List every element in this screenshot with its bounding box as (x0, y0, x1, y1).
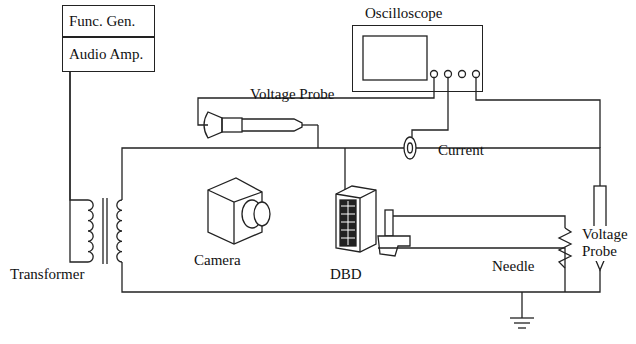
needle-electrode (378, 210, 410, 256)
current-probe (404, 137, 416, 159)
resistor-symbol (559, 228, 571, 268)
probe-cable (412, 78, 448, 137)
device-box: Audio Amp. (62, 37, 155, 72)
oscilloscope-channels (431, 71, 480, 78)
device-box: Func. Gen. (62, 5, 155, 37)
oscilloscope-screen (363, 36, 427, 80)
probe-label: Voltage Probe (582, 226, 632, 261)
wire (70, 72, 88, 262)
probe-label: Current (438, 142, 484, 159)
wire (344, 148, 345, 190)
wire (393, 216, 565, 228)
probe-cable (476, 78, 600, 148)
node-label: Func. Gen. (69, 13, 154, 30)
node-heading: Oscilloscope (365, 5, 442, 22)
camera (208, 178, 270, 244)
wire (378, 248, 565, 292)
transformer-secondary-coil (117, 200, 122, 262)
part-label: Camera (194, 252, 241, 269)
transformer-primary-coil (88, 200, 93, 262)
wire (70, 72, 88, 200)
part-label: Transformer (10, 266, 84, 283)
node-label: Audio Amp. (69, 46, 154, 63)
dbd-reactor (336, 186, 376, 252)
dbd-electrode-grid (341, 201, 355, 245)
transformer-core (102, 198, 103, 264)
probe-label: Voltage Probe (250, 86, 334, 103)
transformer-core (106, 198, 107, 264)
part-label: Needle (492, 258, 534, 275)
ground-symbol (510, 318, 534, 328)
ground-wire (521, 292, 522, 318)
oscilloscope-box: Oscilloscope (352, 25, 483, 92)
part-label: DBD (330, 266, 362, 283)
probe-cable (198, 78, 434, 125)
voltage-probe-top (204, 112, 318, 148)
